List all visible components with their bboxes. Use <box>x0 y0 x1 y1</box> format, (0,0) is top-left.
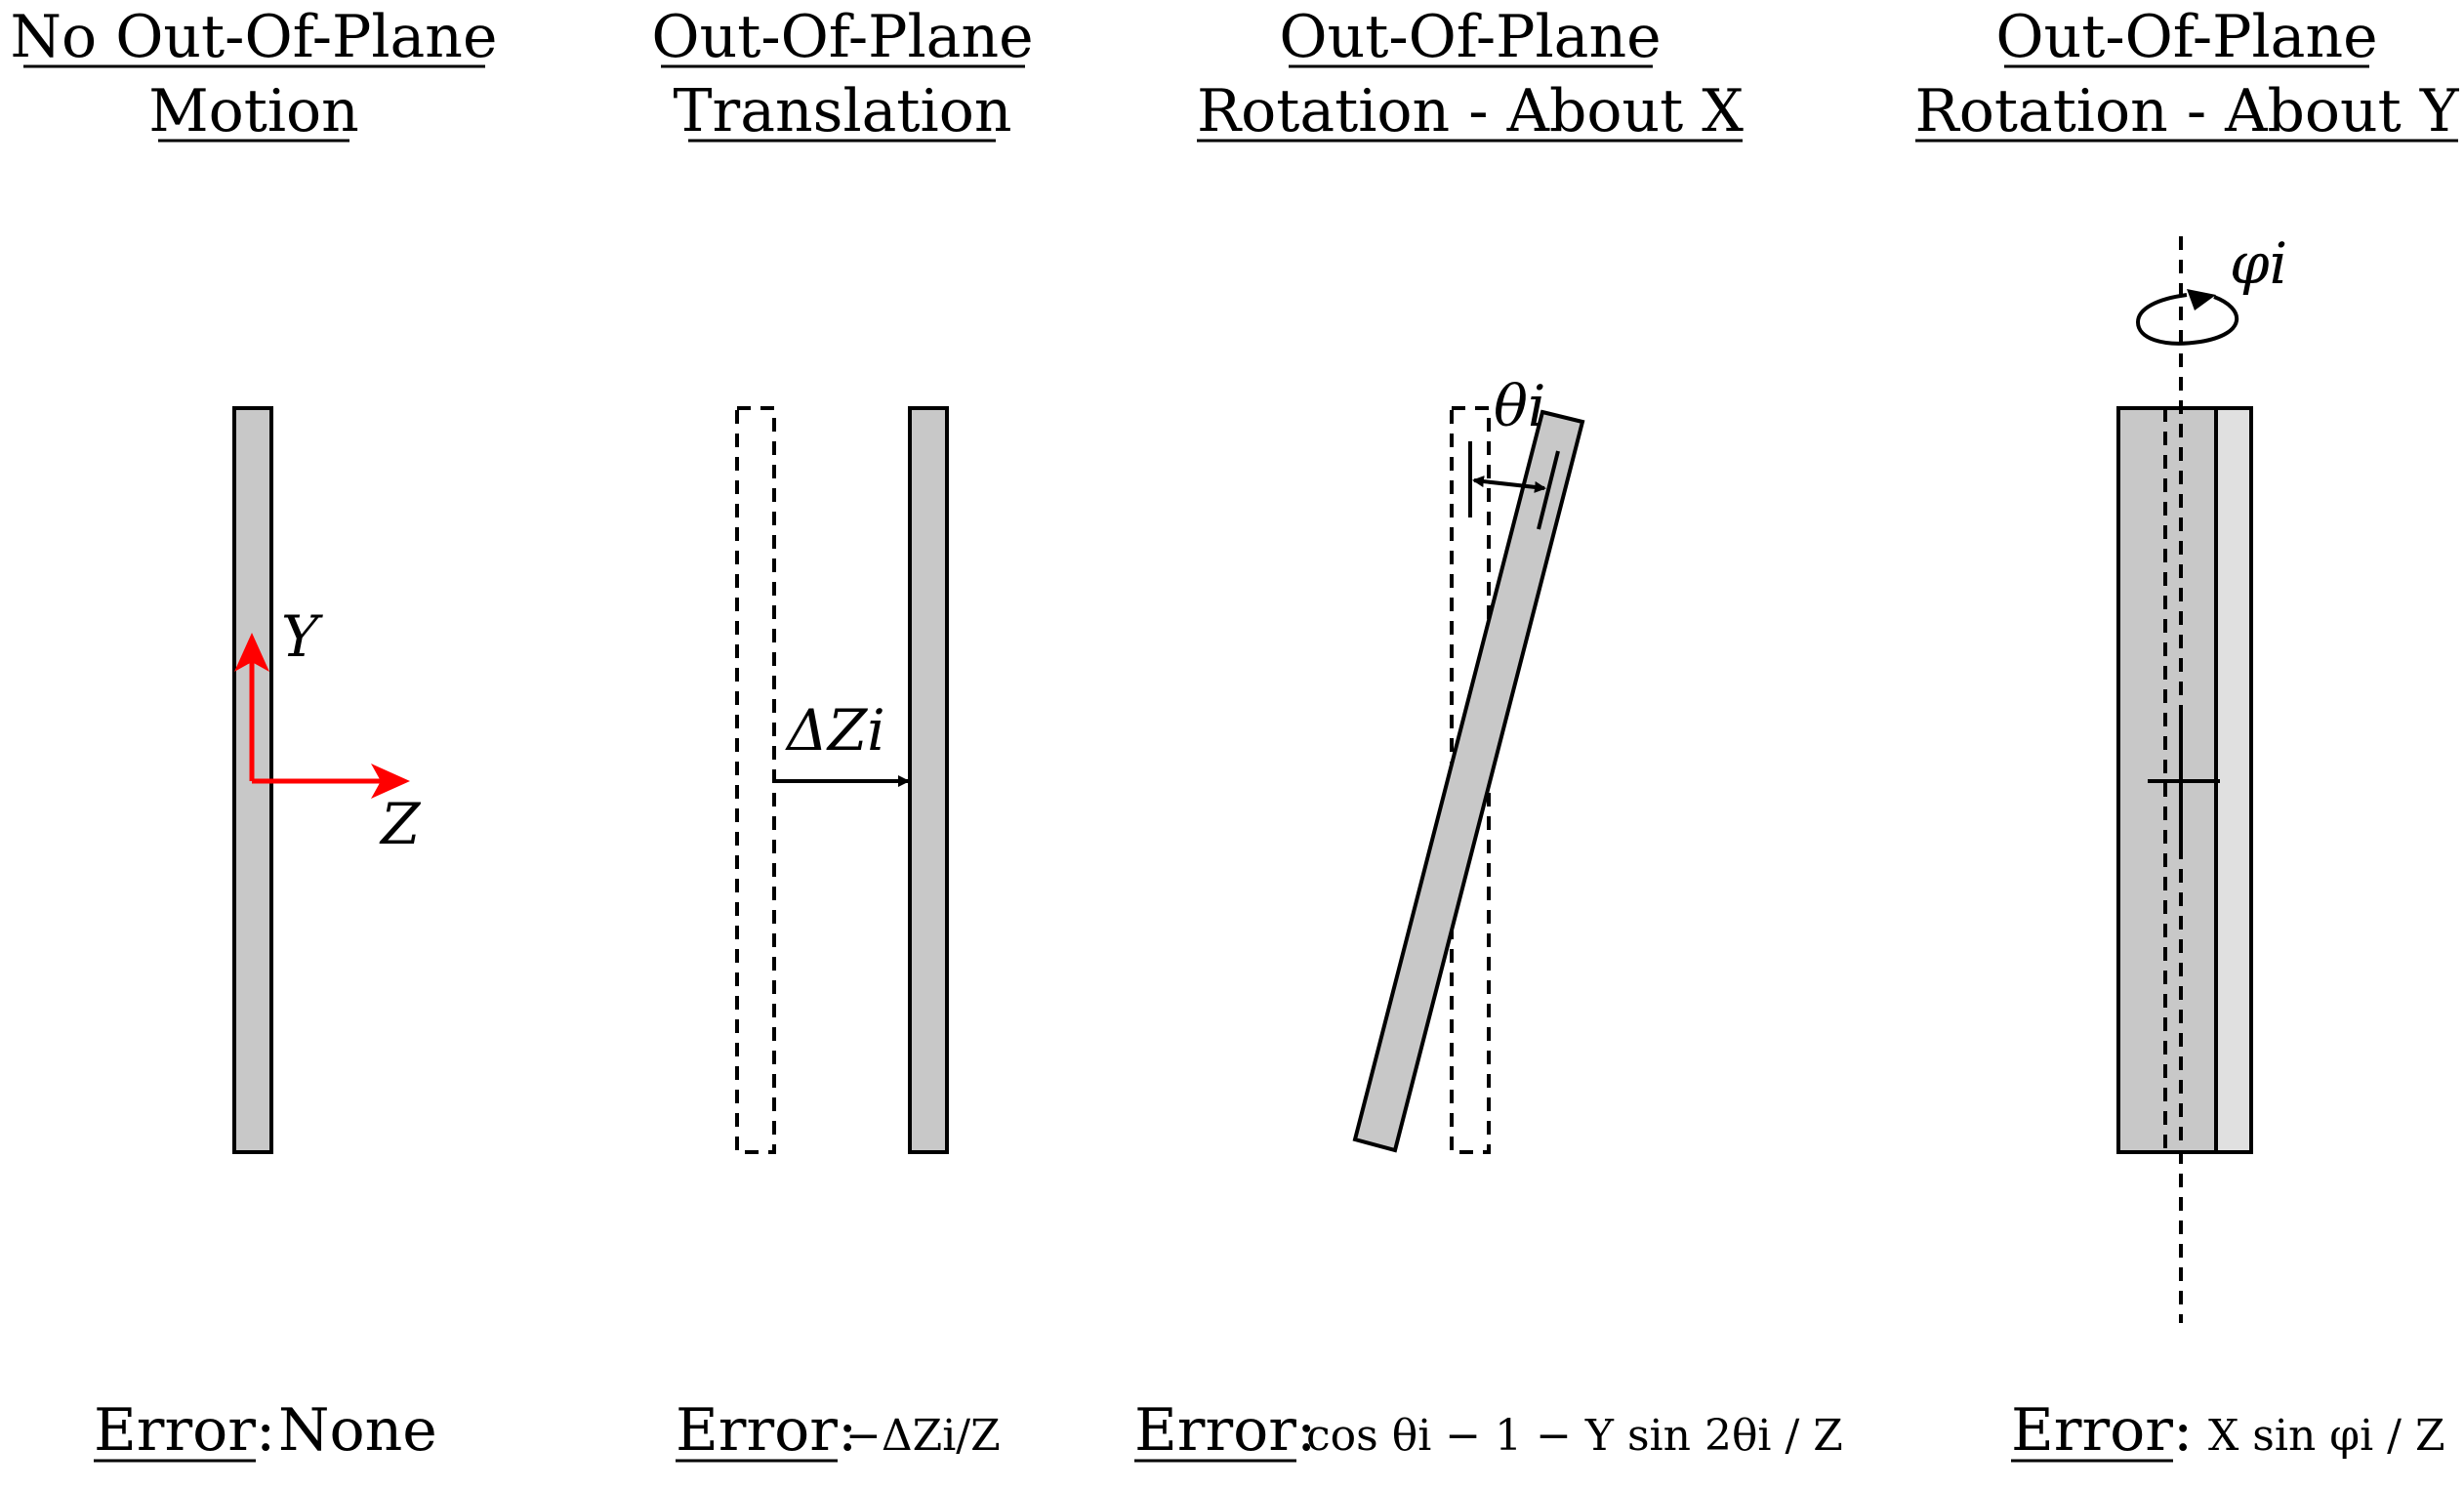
z-axis-label: Z <box>379 791 422 857</box>
panel-rotation-y: Out-Of-Plane Rotation - About Y φi Error… <box>1915 3 2460 1465</box>
phi-label: φi <box>2230 230 2287 297</box>
panel-2-title-line1: Out-Of-Plane <box>651 3 1033 71</box>
rotation-arrow-ring <box>2135 293 2239 346</box>
panel-1-error-value: None <box>278 1396 437 1465</box>
theta-arrow <box>1472 476 1546 493</box>
plate-original-outline <box>735 406 776 1154</box>
delta-z-label: ΔZi <box>785 697 885 764</box>
panel-4-title-line2: Rotation - About Y <box>1915 77 2460 145</box>
plate-rotated <box>1352 409 1585 1153</box>
panel-no-motion: No Out-Of-Plane Motion Y Z Error: None <box>11 3 498 1465</box>
panel-4-error-label: Error: <box>2011 1396 2193 1465</box>
panel-2-title-line2: Translation <box>674 77 1012 145</box>
panel-3-error-value: cos θi − 1 − Y sin 2θi / Z <box>1306 1411 1843 1461</box>
panel-3-title-line1: Out-Of-Plane <box>1279 3 1661 71</box>
panel-1-error-label: Error: <box>94 1396 275 1465</box>
panel-4-error-value: X sin φi / Z <box>2208 1411 2445 1461</box>
theta-label: θi <box>1494 373 1545 439</box>
panel-rotation-x: Out-Of-Plane Rotation - About X θi Error… <box>1134 3 1843 1465</box>
panel-3-title-line2: Rotation - About X <box>1197 77 1744 145</box>
panel-4-title-line1: Out-Of-Plane <box>1995 3 2377 71</box>
panel-1-title-line1: No Out-Of-Plane <box>11 3 498 71</box>
panel-2-error-value: −ΔZi/Z <box>845 1411 1001 1461</box>
rotation-arrow-head <box>2187 289 2216 310</box>
panel-1-title-line2: Motion <box>148 77 359 145</box>
theta-rot-tick <box>1537 450 1560 530</box>
panel-translation: Out-Of-Plane Translation ΔZi Error: −ΔZi… <box>651 3 1033 1465</box>
plate-translated <box>908 406 949 1154</box>
panel-3-error-label: Error: <box>1134 1396 1316 1465</box>
panel-2-error-label: Error: <box>676 1396 857 1465</box>
y-axis-label: Y <box>281 603 323 670</box>
